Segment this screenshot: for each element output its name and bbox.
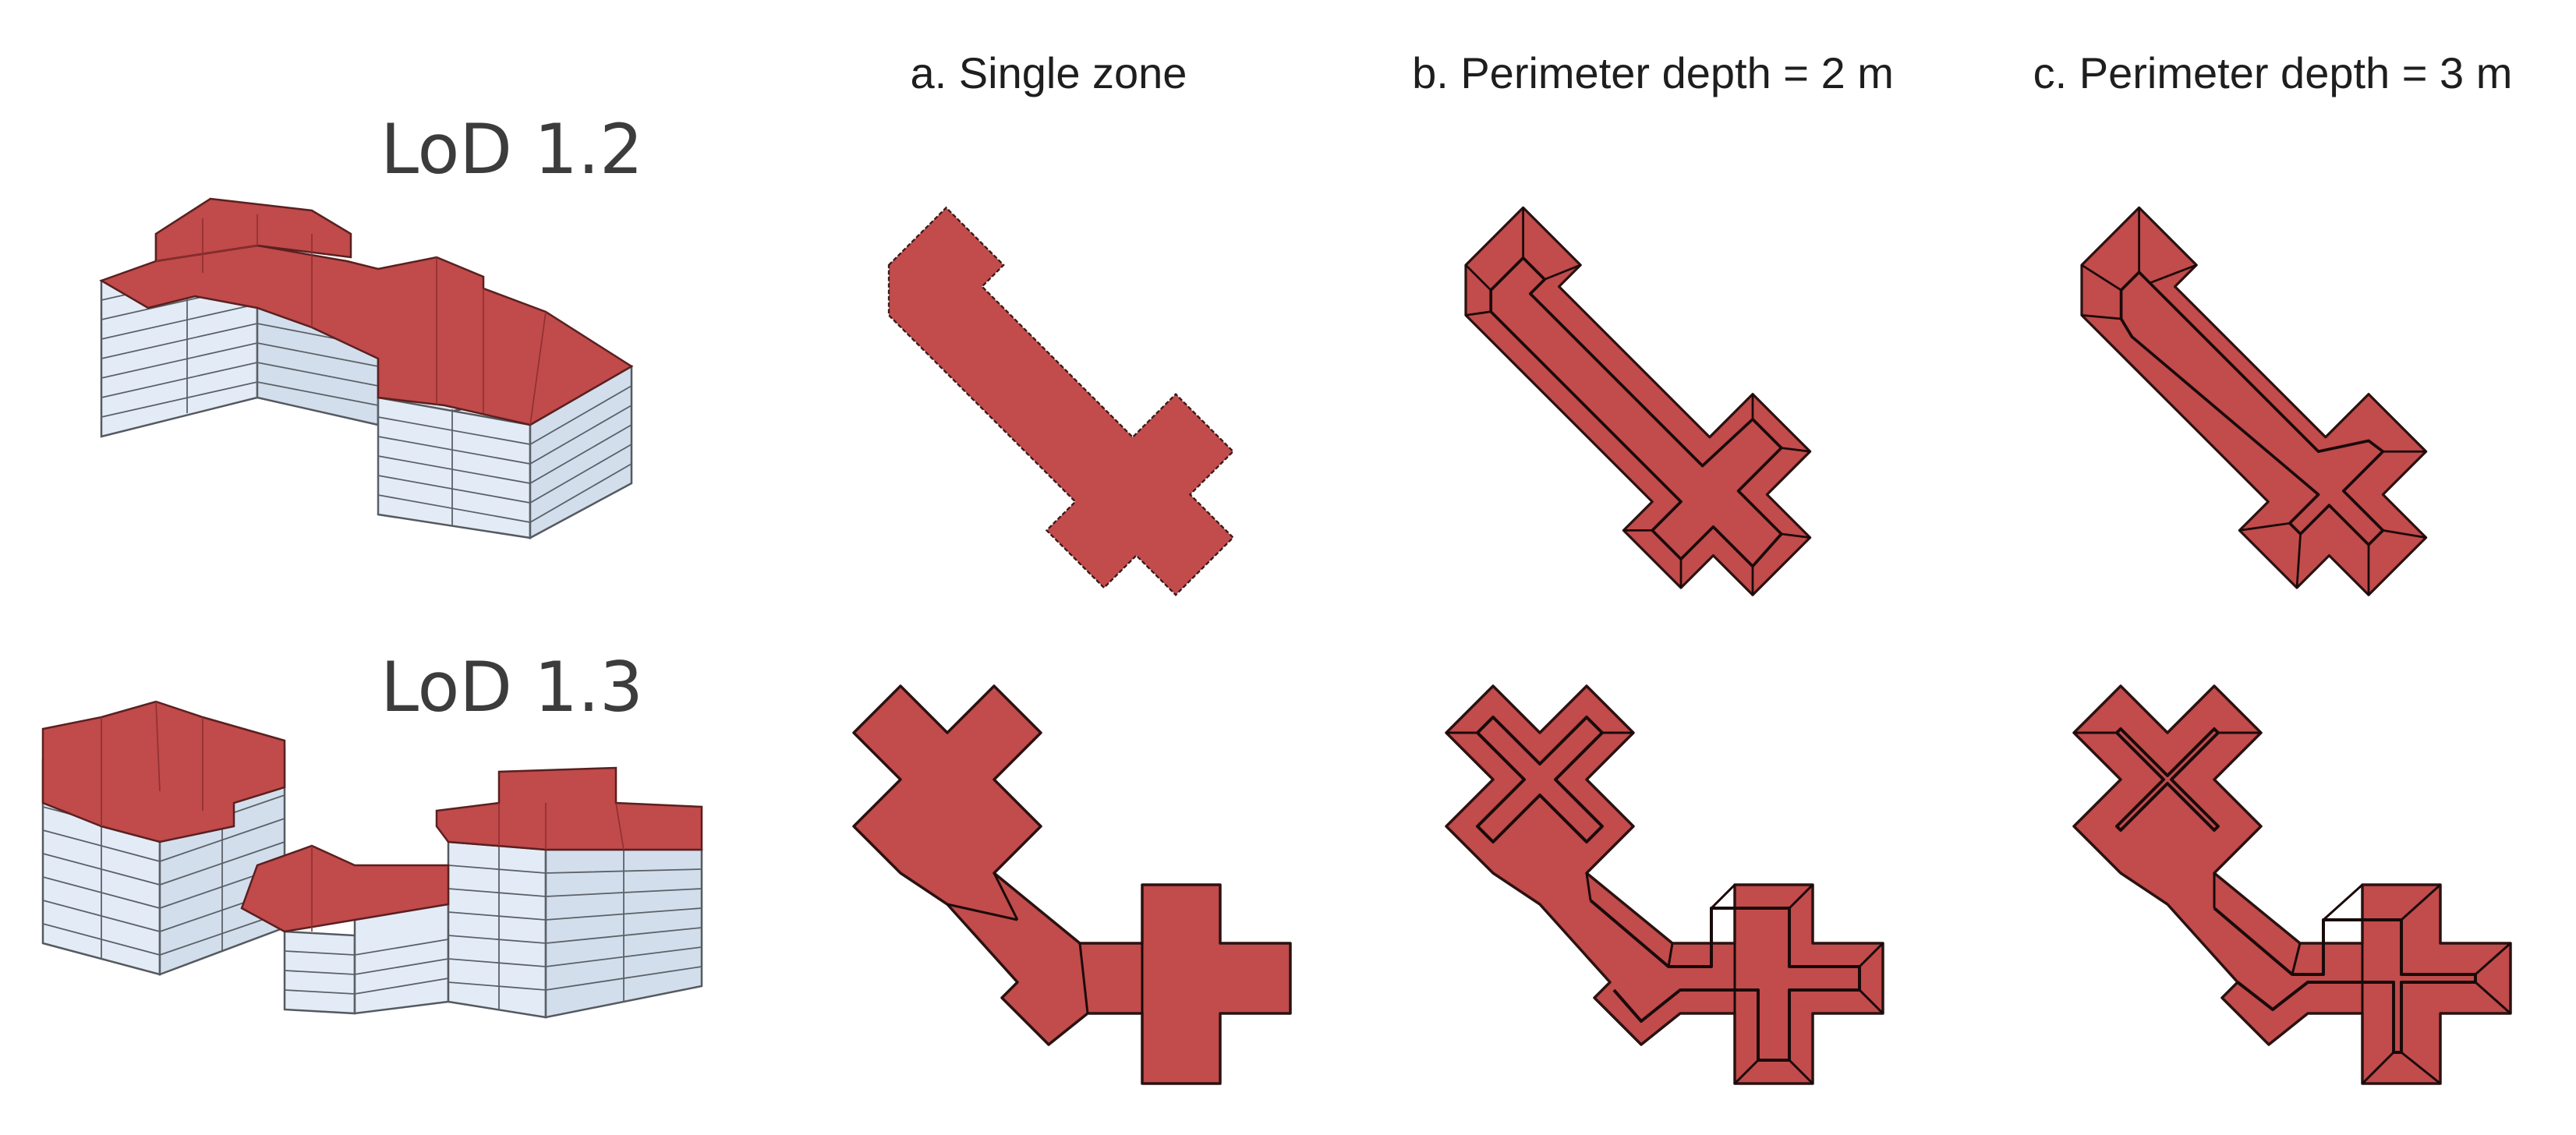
row-label-lod13: LoD 1.3 — [380, 647, 643, 727]
footprint-lod12-perimeter-3m — [2080, 206, 2428, 596]
footprint-lod12-single-zone — [887, 207, 1234, 596]
footprint-lod13-perimeter-3m — [2072, 684, 2512, 1085]
footprint-lod12-perimeter-2m — [1464, 206, 1812, 596]
building-model-lod12 — [99, 197, 634, 540]
row-label-lod12: LoD 1.2 — [380, 109, 643, 189]
footprint-lod13-perimeter-2m — [1445, 684, 1884, 1085]
building-model-lod13 — [41, 700, 703, 1019]
column-label-single-zone: a. Single zone — [911, 48, 1187, 97]
column-label-perimeter-3m: c. Perimeter depth = 3 m — [2033, 48, 2513, 97]
column-label-perimeter-2m: b. Perimeter depth = 2 m — [1412, 48, 1894, 97]
footprint-lod13-single-zone — [852, 684, 1292, 1085]
